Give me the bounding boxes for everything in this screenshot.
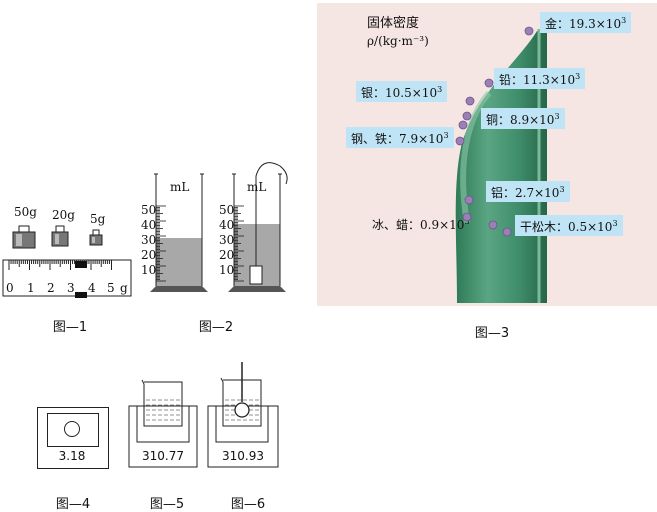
object-ball-icon xyxy=(64,421,80,437)
beaker-scale-5 xyxy=(128,379,198,468)
scale-unit: g xyxy=(120,281,128,295)
bead-iron xyxy=(455,136,465,146)
bead-silver xyxy=(465,96,475,106)
cyl-right-unit: mL xyxy=(247,180,267,194)
weight-50g-icon xyxy=(12,225,36,249)
cyl-left-unit: mL xyxy=(170,180,190,194)
cylinders-drawing xyxy=(150,162,288,292)
tick-2: 2 xyxy=(47,281,55,295)
submerged-block xyxy=(249,265,263,285)
bead-gold xyxy=(524,26,534,36)
tag-silver: 银：10.5×103 xyxy=(356,81,448,102)
thread xyxy=(255,162,288,266)
beaker-scale-6 xyxy=(207,362,279,468)
tag-lead: 铅：11.3×103 xyxy=(494,68,586,89)
fig4-reading: 3.18 xyxy=(58,449,86,463)
bead-lead xyxy=(484,78,494,88)
rider-bottom xyxy=(75,292,87,298)
cylinder-right-icon xyxy=(228,162,288,292)
tag-steel-iron: 钢、铁：7.9×103 xyxy=(346,127,454,148)
mass-label-5g: 5g xyxy=(90,212,106,226)
weight-5g-icon xyxy=(89,229,103,246)
rider-top xyxy=(75,261,87,268)
tick-1: 1 xyxy=(27,281,35,295)
fig6-reading: 310.93 xyxy=(222,449,264,463)
tag-aluminum: 铝：2.7×103 xyxy=(486,181,570,202)
scale-body-4 xyxy=(37,407,109,469)
fig6-caption: 图—6 xyxy=(230,497,266,512)
weight-20g-icon xyxy=(51,225,69,247)
bead-ice xyxy=(462,212,472,222)
fig4-caption: 图—4 xyxy=(55,497,91,512)
bead-pine xyxy=(502,227,512,237)
scale-plate-4 xyxy=(47,413,99,447)
fig3-title: 固体密度 xyxy=(367,16,420,31)
tick-0: 0 xyxy=(6,281,14,295)
tick-3: 3 xyxy=(67,281,75,295)
tick-5: 5 xyxy=(107,281,115,295)
bead-copper xyxy=(462,111,472,121)
tag-copper: 铜：8.9×103 xyxy=(481,108,565,129)
fig3-unit: ρ/(kg·m⁻³) xyxy=(367,34,429,48)
bead-steel xyxy=(458,120,468,130)
fig3-caption: 图—3 xyxy=(474,326,510,341)
tick-4: 4 xyxy=(88,281,96,295)
tag-ice-wax: 冰、蜡：0.9×103 xyxy=(372,217,470,232)
fig5-reading: 310.77 xyxy=(142,449,184,463)
bead-aluminum xyxy=(464,195,474,205)
tag-gold: 金：19.3×103 xyxy=(540,12,632,33)
scale-tick-labels: 0 1 2 3 4 5 g xyxy=(0,281,140,297)
mass-label-50g: 50g xyxy=(14,205,37,219)
fig5-caption: 图—5 xyxy=(149,497,185,512)
submerged-ball-icon xyxy=(234,402,250,418)
fig1-caption: 图—1 xyxy=(52,320,88,335)
fig2-caption: 图—2 xyxy=(198,320,234,335)
cylinder-left-icon xyxy=(150,173,208,292)
bead-wax xyxy=(488,220,498,230)
density-beads xyxy=(455,26,534,237)
weights-and-scale-drawing xyxy=(2,225,132,298)
tag-pine: 干松木：0.5×103 xyxy=(515,215,623,236)
mass-label-20g: 20g xyxy=(52,208,75,222)
